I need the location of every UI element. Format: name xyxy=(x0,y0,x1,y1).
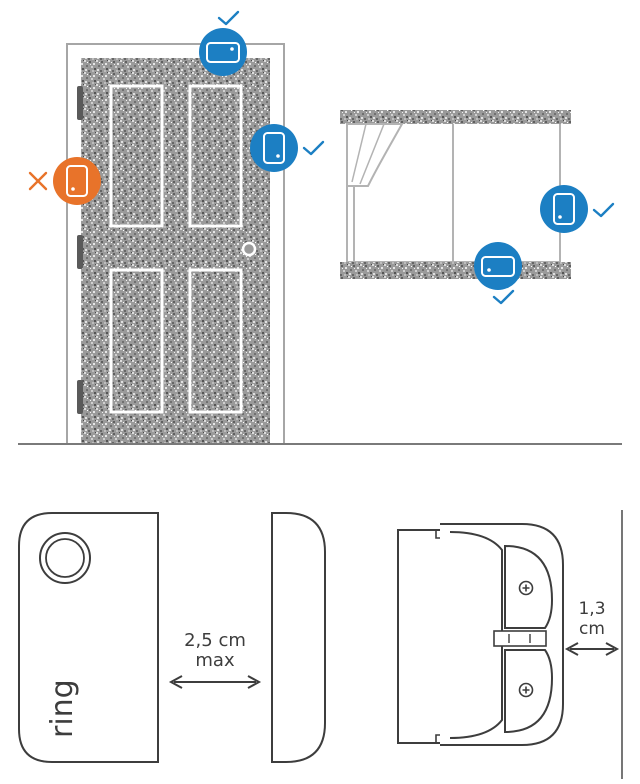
sensor-badge xyxy=(474,242,522,290)
depth-arrow xyxy=(564,642,620,656)
sensor-badge xyxy=(199,28,247,76)
door-panel-bottom-left xyxy=(109,268,164,414)
placement-door-top xyxy=(199,10,247,76)
window xyxy=(340,110,571,279)
sensor-profile-diagram: 1,3 cm xyxy=(397,510,623,779)
sensor-badge xyxy=(250,124,298,172)
contact-sensor-icon xyxy=(481,256,515,277)
door-hinge-middle xyxy=(77,235,83,269)
contact-sensor-icon xyxy=(263,132,285,164)
placement-window-side xyxy=(540,185,615,233)
checkmark-icon xyxy=(592,202,615,218)
sensor-gap-diagram: ring 2,5 cm max xyxy=(18,512,326,763)
door xyxy=(66,43,285,445)
door-panel-top-right xyxy=(188,84,243,228)
door-knob xyxy=(241,241,257,257)
center-contact xyxy=(493,630,547,647)
checkmark-icon xyxy=(492,289,515,305)
gap-qualifier-label: max xyxy=(195,650,235,671)
checkmark-icon xyxy=(217,10,240,26)
placement-door-hinge-side xyxy=(28,157,101,205)
battery-top xyxy=(504,544,554,629)
magnet-body xyxy=(271,512,326,763)
gap-arrow xyxy=(168,675,262,689)
contact-sensor-icon xyxy=(66,165,88,197)
cross-icon xyxy=(28,171,48,191)
window-curtain xyxy=(346,123,404,262)
door-panel-top-left xyxy=(109,84,164,228)
depth-unit-label: cm xyxy=(579,619,605,639)
window-sill xyxy=(340,262,571,279)
contact-sensor-icon xyxy=(553,193,575,225)
placement-window-sill xyxy=(474,242,522,305)
checkmark-icon xyxy=(302,140,325,156)
door-hinge-top xyxy=(77,86,83,120)
sensor-badge xyxy=(540,185,588,233)
battery-bottom xyxy=(504,649,554,734)
door-hinge-bottom xyxy=(77,380,83,414)
sensor-button-inner xyxy=(45,538,85,578)
depth-value-label: 1,3 xyxy=(578,599,605,619)
placement-door-latch-side xyxy=(250,124,325,172)
brand-logo: ring xyxy=(45,679,80,738)
gap-value-label: 2,5 cm xyxy=(184,630,246,651)
door-panel-bottom-right xyxy=(188,268,243,414)
window-head xyxy=(340,110,571,124)
contact-sensor-icon xyxy=(206,42,240,63)
sensor-badge xyxy=(53,157,101,205)
